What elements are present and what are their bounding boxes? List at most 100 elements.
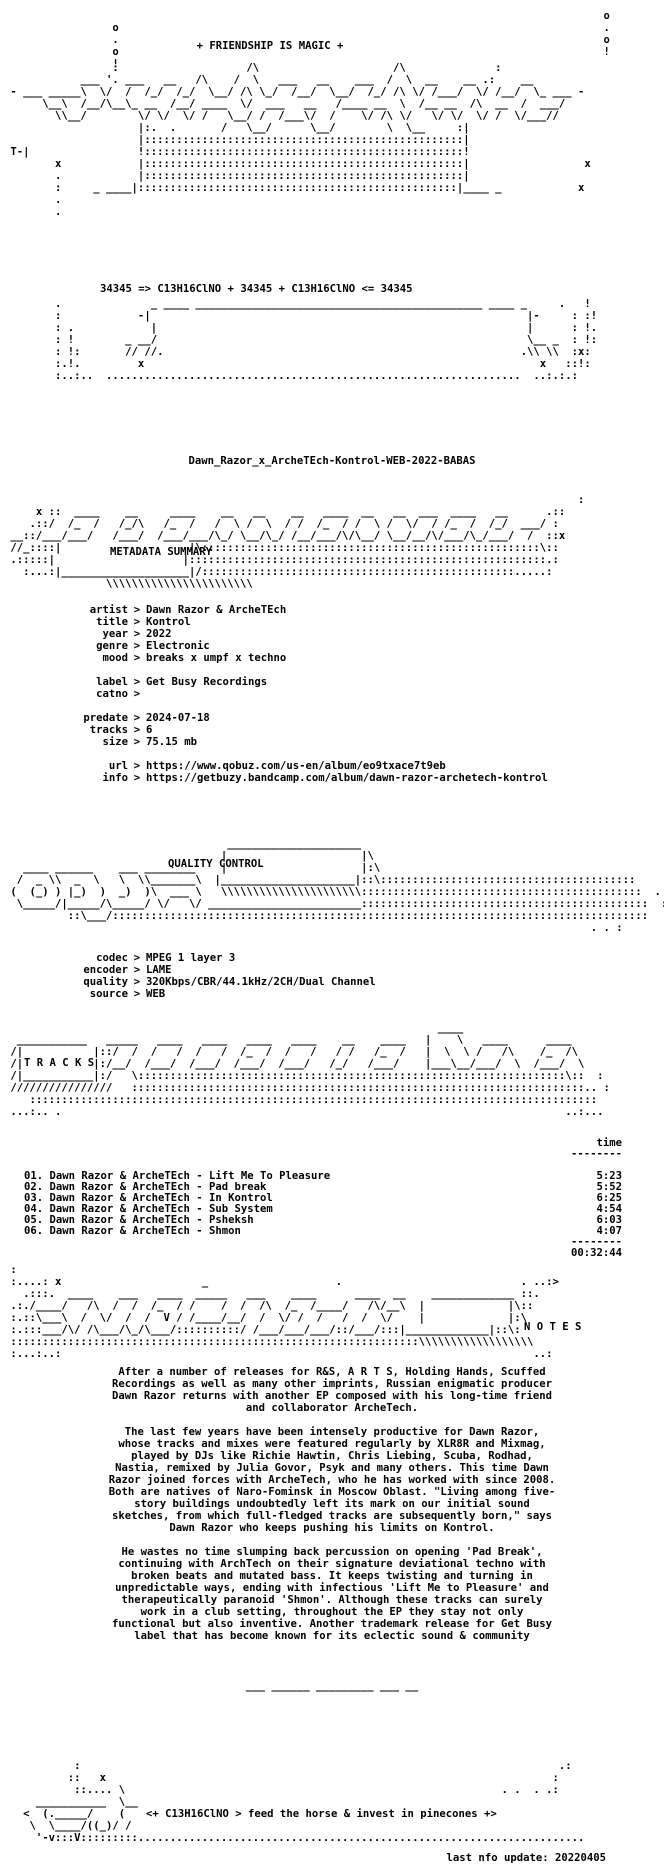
separator: > [133,964,141,976]
quality-value: MPEG 1 layer 3 [146,952,236,964]
metadata-value: 75.15 mb [146,736,198,748]
tagline: + FRIENDSHIP IS MAGIC + [196,40,344,52]
track-duration: 5:52 [596,1181,622,1193]
notes-paragraph: After a number of releases for R&S, A R … [111,1366,553,1414]
separator: > [133,616,141,628]
mid-logo-art: . _ ____ _______________________________… [55,298,598,382]
top-logo-art-body: : /\ /\ : ___ '. ___ __ /\ / \ ___ __ __… [10,62,591,218]
metadata-row: size>75.15 mb [60,736,548,748]
quality-value: WEB [146,988,166,1000]
metadata-row: year>2022 [60,628,548,640]
metadata-value: Kontrol [146,616,191,628]
track-row: 01. Dawn Razor & ArcheTEch - Lift Me To … [24,1170,622,1182]
separator: > [133,976,141,988]
metadata-row [60,700,548,712]
metadata-value: 2024-07-18 [146,712,210,724]
footer-art-bottom: \ \____/((_)/ / '-v:::V:::::::::........… [29,1820,585,1844]
metadata-value[interactable]: https://www.qobuz.com/us-en/album/eo9txa… [146,760,446,772]
tracks-header-art: ____ ___________ _____ ____ ____ ____ __… [10,1022,610,1118]
quality-key: quality [83,976,128,988]
quality-row: codec>MPEG 1 layer 3 [60,952,376,964]
track-number: 01. [24,1170,44,1182]
track-number: 05. [24,1214,44,1226]
notes-heading: N O T E S [524,1321,582,1333]
metadata-row: genre > Electronic [60,640,548,652]
metadata-key: tracks [89,724,128,736]
time-header: time [596,1137,622,1149]
footer-art: : .: :: x : ::.... \ [23,1760,572,1820]
metadata-row: title > Kontrol [60,616,548,628]
metadata-key: url [108,760,128,772]
separator: > [133,640,141,652]
track-duration: 5:23 [596,1170,622,1182]
track-artist: Dawn Razor & ArcheTEch [49,1181,190,1193]
metadata-row [60,748,548,760]
metadata-header-art: : x :: ____ __ ____ __ __ __ ____ __ __ … [10,494,585,590]
time-rule-top: -------- [570,1148,622,1160]
footer-slogan: <+ C13H16ClNO > feed the horse & invest … [146,1808,497,1820]
metadata-key: title [96,616,128,628]
notes-paragraph: The last few years have been intensely p… [108,1426,556,1534]
metadata-heading: METADATA SUMMARY [110,546,213,558]
track-artist: Dawn Razor & ArcheTEch [49,1214,190,1226]
metadata-row: artist>Dawn Razor & ArcheTEch [60,604,548,616]
metadata-key: info [102,772,128,784]
track-number: 04. [24,1203,44,1215]
metadata-value: Get Busy Recordings [146,676,268,688]
metadata-value: Electronic [146,640,210,652]
metadata-row: url > https://www.qobuz.com/us-en/album/eo… [60,760,548,772]
metadata-key: genre [96,640,128,652]
metadata-key: catno [96,688,128,700]
tracklist: time -------- 01. Dawn Razor & ArcheTEch… [24,1138,622,1259]
quality-key: source [89,988,128,1000]
separator: > [133,652,141,664]
separator: > [133,688,141,700]
metadata-value[interactable]: https://getbuzy.bandcamp.com/album/dawn-… [146,772,548,784]
metadata-key: predate [83,712,128,724]
total-time: 00:32:44 [570,1247,622,1259]
notes-paragraph: He wastes no time slumping back percussi… [111,1546,553,1642]
track-title: In Kontrol [209,1192,273,1204]
quality-key: codec [96,952,128,964]
metadata-key: year [102,628,128,640]
separator: > [133,712,141,724]
quality-heading: QUALITY CONTROL [168,858,264,870]
quality-header-art: _____________________ | |\ ____ ______ _… [10,838,664,934]
separator: > [133,736,141,748]
quality-key: encoder [83,964,128,976]
separator: > [133,760,141,772]
metadata-row: tracks>6 [60,724,548,736]
metadata-row: label > Get Busy Recordings [60,676,548,688]
metadata-row: info > https://getbuzy.bandcamp.com/album/… [60,772,548,784]
metadata-key: label [96,676,128,688]
metadata-row [60,664,548,676]
separator: > [133,724,141,736]
track-title: Pad break [209,1181,267,1193]
track-artist: Dawn Razor & ArcheTEch [49,1203,190,1215]
formula: 34345 => C13H16ClNO + 34345 + C13H16ClNO… [100,283,413,295]
time-rule-bottom: -------- [570,1236,622,1248]
track-title: Sub System [209,1203,273,1215]
separator: > [133,988,141,1000]
track-artist: Dawn Razor & ArcheTEch [49,1170,190,1182]
metadata-key: mood [102,652,128,664]
separator: > [133,772,141,784]
release-name: Dawn_Razor_x_ArcheTEch-Kontrol-WEB-2022-… [188,455,476,467]
separator: > [133,676,141,688]
quality-row: quality>320Kbps/CBR/44.1kHz/2CH/Dual Cha… [60,976,375,988]
metadata-row: catno > [60,688,548,700]
metadata-value: 2022 [146,628,172,640]
notes-header-art: : :....: x _ . . ..:> .:::. ____ ___ ___… [10,1264,559,1360]
tracks-heading: T R A C K S [24,1057,95,1069]
track-title: Lift Me To Pleasure [209,1170,331,1182]
track-duration: 6:03 [596,1214,622,1226]
track-duration: 6:25 [596,1192,622,1204]
